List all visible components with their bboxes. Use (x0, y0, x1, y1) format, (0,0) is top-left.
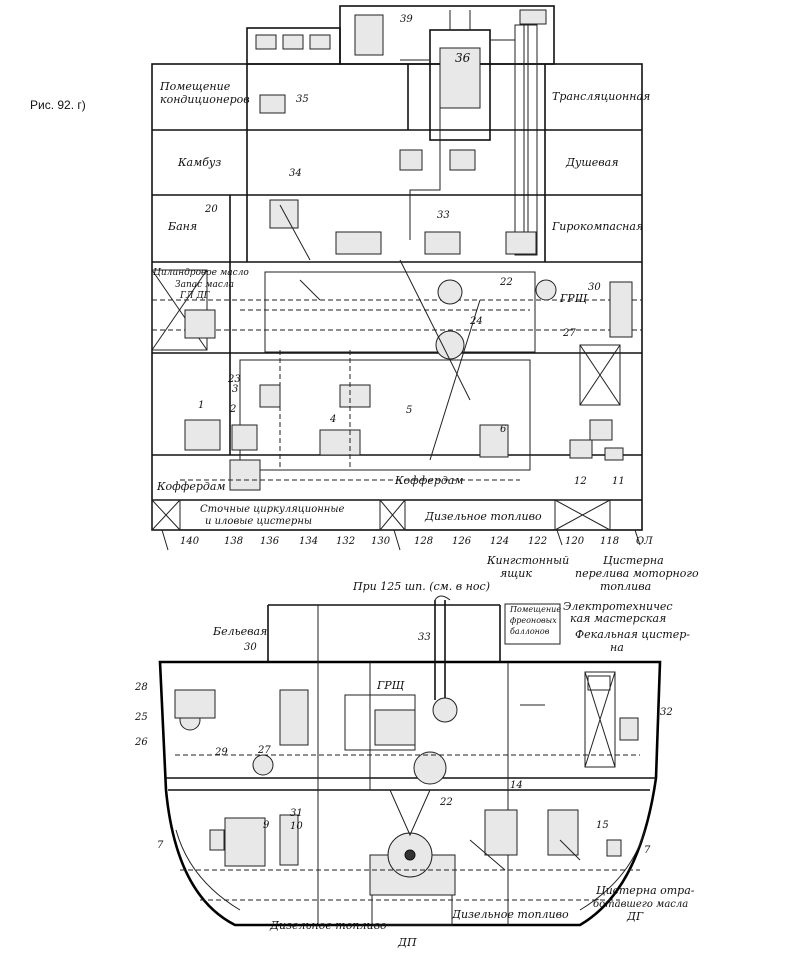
room-used-oil-1: Цистерна отра- (596, 884, 695, 897)
room-used-oil-3: ДГ (626, 910, 644, 923)
room-overflow-3: топлива (600, 580, 651, 593)
cross-section (158, 595, 662, 927)
frame-132: 132 (336, 536, 355, 547)
callout-36: 36 (455, 51, 471, 65)
room-freon-3: баллонов (510, 627, 550, 636)
b-callout-27: 27 (257, 745, 271, 756)
room-electro-2: кая мастерская (570, 612, 666, 625)
callout-3: 3 (232, 384, 238, 395)
room-fecal-2: на (610, 641, 624, 654)
room-circ-tanks-2: и иловые цистерны (205, 516, 312, 527)
room-diesel-right: Дизельное топливо (451, 908, 569, 921)
callout-24: 24 (469, 316, 483, 327)
b-callout-9: 9 (263, 820, 270, 831)
callout-12: 12 (574, 476, 587, 487)
room-overflow-2: перелива моторного (575, 567, 699, 580)
room-gyro: Гирокомпасная (551, 220, 643, 233)
room-diesel-fuel-top: Дизельное топливо (424, 510, 542, 523)
callout-39: 39 (400, 14, 413, 25)
b-callout-15: 15 (596, 820, 609, 831)
frame-122: 122 (528, 536, 547, 547)
b-callout-28: 28 (134, 682, 148, 693)
callout-27: 27 (562, 328, 576, 339)
room-cylinder-oil: Цилиндровое масло (153, 268, 249, 278)
callout-4: 4 (329, 414, 336, 425)
room-circ-tanks-1: Сточные циркуляционные (200, 504, 345, 515)
b-callout-14: 14 (510, 780, 523, 791)
bottom-labels: Бельевая Помещение фреоновых баллонов Эл… (134, 600, 695, 949)
callout-6: 6 (500, 424, 507, 435)
frame-134: 134 (299, 536, 318, 547)
room-freon-1: Помещение (509, 605, 561, 614)
callout-23: 23 (227, 374, 241, 385)
b-callout-30: 30 (244, 642, 257, 653)
callout-34: 34 (289, 168, 302, 179)
top-labels: Помещение кондиционеров Трансляционная К… (153, 14, 699, 593)
room-dp: ДП (397, 936, 417, 949)
room-freon-2: фреоновых (510, 616, 557, 625)
callout-5: 5 (406, 405, 412, 416)
b-callout-29: 29 (214, 747, 228, 758)
b-callout-33: 33 (418, 632, 431, 643)
b-callout-22: 22 (439, 797, 453, 808)
room-translation: Трансляционная (552, 90, 650, 103)
b-callout-25: 25 (134, 712, 148, 723)
frame-120: 120 (565, 536, 585, 547)
frame-124: 124 (490, 536, 509, 547)
b-callout-26: 26 (134, 737, 148, 748)
frame-ol: ОЛ (636, 536, 653, 547)
figure-caption: Рис. 92. г) (30, 98, 86, 112)
frame-130: 130 (371, 536, 391, 547)
frame-128: 128 (414, 536, 433, 547)
room-used-oil-2: ботавшего масла (593, 899, 688, 910)
room-oil-supply: Запас масла (175, 280, 234, 290)
b-callout-10: 10 (290, 821, 303, 832)
callout-1: 1 (198, 400, 204, 411)
room-galley: Камбуз (177, 156, 221, 169)
frame-118: 118 (600, 536, 619, 547)
b-callout-7-left: 7 (157, 840, 164, 851)
longitudinal-section (151, 5, 643, 551)
frame-136: 136 (260, 536, 280, 547)
callout-11: 11 (612, 476, 625, 487)
room-kingston-1: Кингстонный (486, 554, 569, 567)
room-oil-dg: ГЛ ДГ (179, 291, 211, 301)
room-fecal-1: Фекальная цистер- (575, 628, 690, 641)
room-conditioning-1: Помещение (159, 80, 231, 93)
callout-22: 22 (499, 277, 513, 288)
room-grsch-bottom: ГРЩ (376, 679, 405, 692)
room-cofferdam-left: Коффердам (156, 480, 226, 493)
b-callout-7-right: 7 (644, 845, 651, 856)
room-shower: Душевая (565, 156, 619, 169)
frame-138: 138 (224, 536, 243, 547)
room-kingston-2: ящик (500, 567, 532, 580)
section-caption: При 125 шп. (см. в нос) (352, 580, 490, 593)
callout-33: 33 (437, 210, 450, 221)
frame-126: 126 (452, 536, 472, 547)
callout-30: 30 (588, 282, 601, 293)
room-electro-1: Электротехничес (563, 600, 673, 613)
room-conditioning-2: кондиционеров (160, 93, 250, 106)
callout-2: 2 (229, 404, 236, 415)
room-linen: Бельевая (212, 625, 267, 638)
room-grsch-top: ГРЩ (559, 292, 588, 305)
callout-20: 20 (204, 204, 218, 215)
callout-35: 35 (296, 94, 309, 105)
room-bath: Баня (167, 220, 197, 233)
b-callout-31: 31 (290, 808, 303, 819)
room-cofferdam-right: Коффердам (394, 474, 464, 487)
room-diesel-left: Дизельное топливо (269, 919, 387, 932)
frame-140: 140 (180, 536, 200, 547)
room-overflow-1: Цистерна (603, 554, 664, 567)
b-callout-32: 32 (660, 707, 673, 718)
